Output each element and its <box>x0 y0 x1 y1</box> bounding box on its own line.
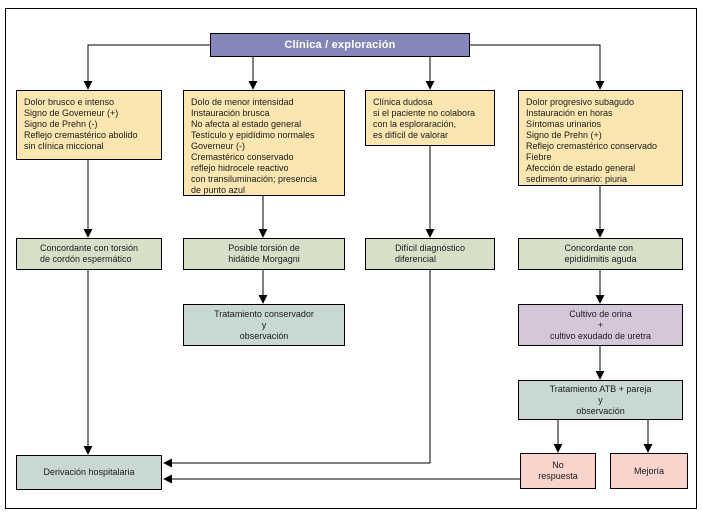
node-cultivo-orina: Cultivo de orina + cultivo exudado de ur… <box>518 304 683 346</box>
node-mejoria: Mejoría <box>610 453 688 489</box>
diagnosis-torsion-label: Concordante con torsión de cordón esperm… <box>39 243 139 264</box>
node-diagnosis-epididimitis: Concordante con epididimitis aguda <box>518 238 683 270</box>
node-dudosa-findings: Clínica dudosa si el paciente no colabor… <box>365 90 495 146</box>
node-no-respuesta: No respuesta <box>520 453 596 489</box>
node-hidatide-findings: Dolo de menor intensidad Instauración br… <box>183 90 345 196</box>
node-epididimitis-findings: Dolor progresivo subagudo Instauración e… <box>518 90 683 186</box>
node-diagnosis-diferencial: Difícil diagnóstico diferencial <box>365 238 495 270</box>
node-clinica-exploracion: Clínica / exploración <box>210 33 470 57</box>
node-tratamiento-atb: Tratamiento ATB + pareja y observación <box>518 380 683 420</box>
node-tratamiento-conservador: Tratamiento conservador y observación <box>183 304 345 346</box>
node-torsion-findings: Dolor brusco e intenso Signo de Governeu… <box>16 90 162 160</box>
diagnosis-diferencial-label: Difícil diagnóstico diferencial <box>394 243 466 264</box>
node-title-label: Clínica / exploración <box>284 38 396 51</box>
node-diagnosis-hidatide: Posible torsión de hidátide Morgagni <box>183 238 345 270</box>
node-derivacion-hospitalaria: Derivación hospitalaria <box>16 455 162 490</box>
node-diagnosis-torsion: Concordante con torsión de cordón esperm… <box>16 238 162 270</box>
diagnosis-epididimitis-label: Concordante con epididimitis aguda <box>564 243 637 264</box>
diagnosis-hidatide-label: Posible torsión de hidátide Morgagni <box>228 243 300 264</box>
